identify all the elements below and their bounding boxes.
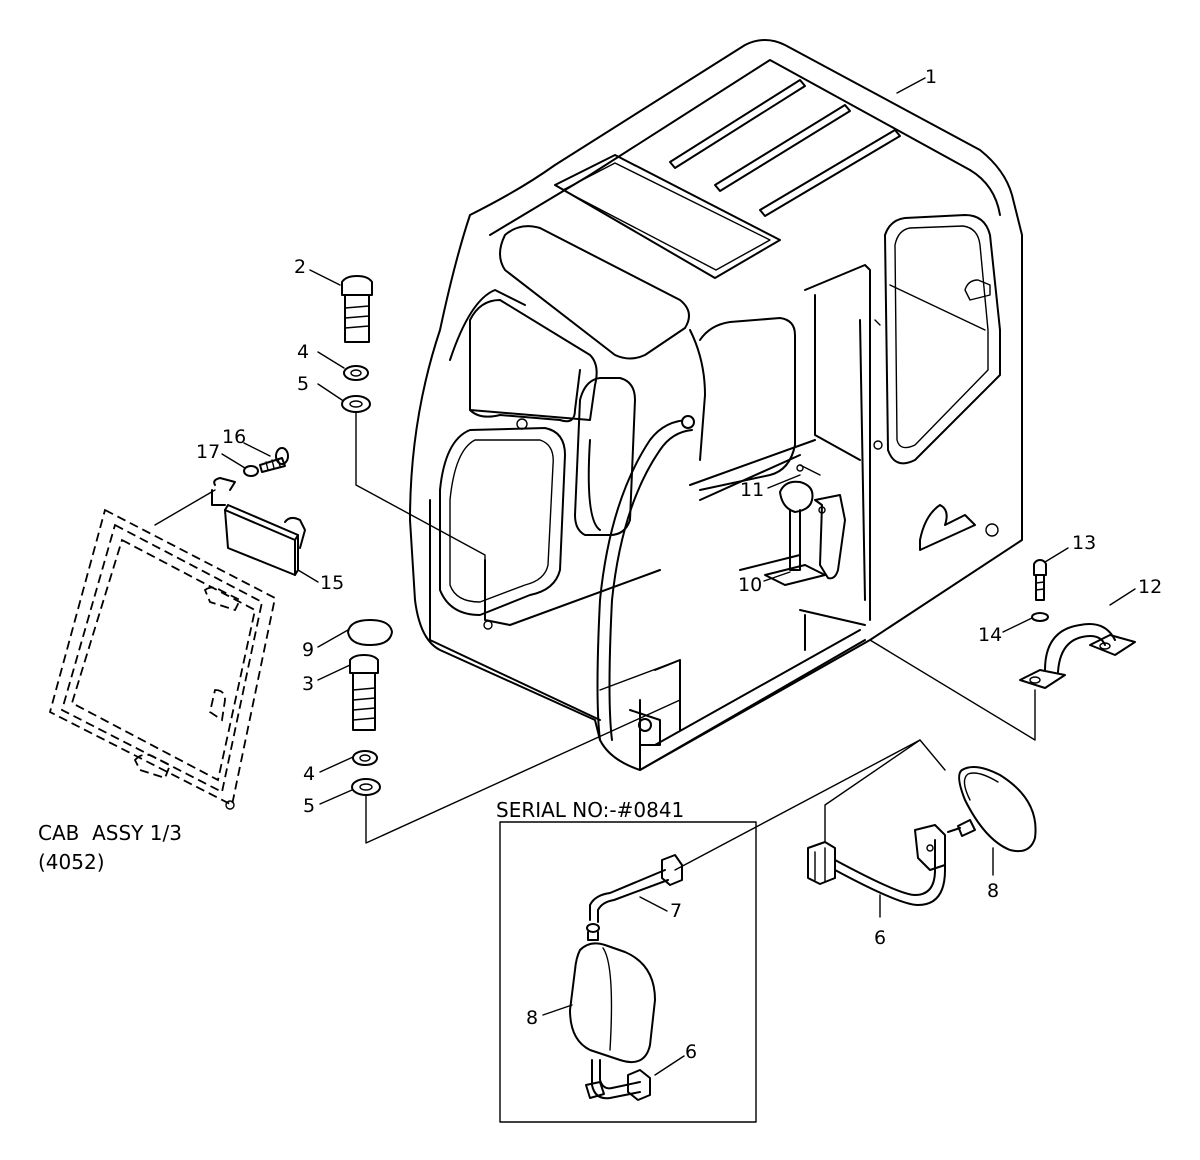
callout-5-top: 5 bbox=[297, 373, 309, 395]
caption-code: (4052) bbox=[38, 850, 105, 874]
callout-11: 11 bbox=[740, 479, 764, 501]
leader-lines bbox=[221, 77, 1136, 1076]
callout-4-bottom: 4 bbox=[303, 763, 315, 785]
part-15-group bbox=[211, 447, 306, 576]
callout-3: 3 bbox=[302, 673, 314, 695]
callout-labels: 1 2 3 4 4 5 5 6 6 7 8 8 9 10 11 12 13 14… bbox=[196, 66, 1162, 1063]
callout-12: 12 bbox=[1138, 576, 1162, 598]
bolt-2-group bbox=[341, 275, 486, 611]
caption-title: CAB ASSY 1/3 bbox=[38, 821, 182, 845]
cab-body bbox=[409, 39, 1023, 771]
callout-2: 2 bbox=[294, 256, 306, 278]
callout-15: 15 bbox=[320, 572, 344, 594]
diagram-caption: CAB ASSY 1/3 (4052) bbox=[38, 821, 182, 874]
callout-5-bottom: 5 bbox=[303, 795, 315, 817]
callout-16: 16 bbox=[222, 426, 246, 448]
serial-number-label: SERIAL NO:-#0841 bbox=[496, 798, 684, 822]
handle-12-group bbox=[869, 559, 1136, 741]
callout-17: 17 bbox=[196, 441, 220, 463]
bolt-3-group bbox=[347, 619, 681, 844]
callout-6-inset: 6 bbox=[685, 1041, 697, 1063]
callout-8-right: 8 bbox=[987, 880, 999, 902]
mirror-right-group bbox=[807, 739, 1037, 906]
callout-4-top: 4 bbox=[297, 341, 309, 363]
callout-6-right: 6 bbox=[874, 927, 886, 949]
callout-10: 10 bbox=[738, 574, 762, 596]
callout-14: 14 bbox=[978, 624, 1002, 646]
callout-13: 13 bbox=[1072, 532, 1096, 554]
lever-assembly bbox=[764, 464, 846, 586]
callout-9: 9 bbox=[302, 639, 314, 661]
serial-inset: SERIAL NO:-#0841 bbox=[496, 739, 921, 1123]
callout-1: 1 bbox=[925, 66, 937, 88]
callout-7: 7 bbox=[670, 900, 682, 922]
window-panel-reference bbox=[48, 489, 277, 810]
callout-8-inset: 8 bbox=[526, 1007, 538, 1029]
